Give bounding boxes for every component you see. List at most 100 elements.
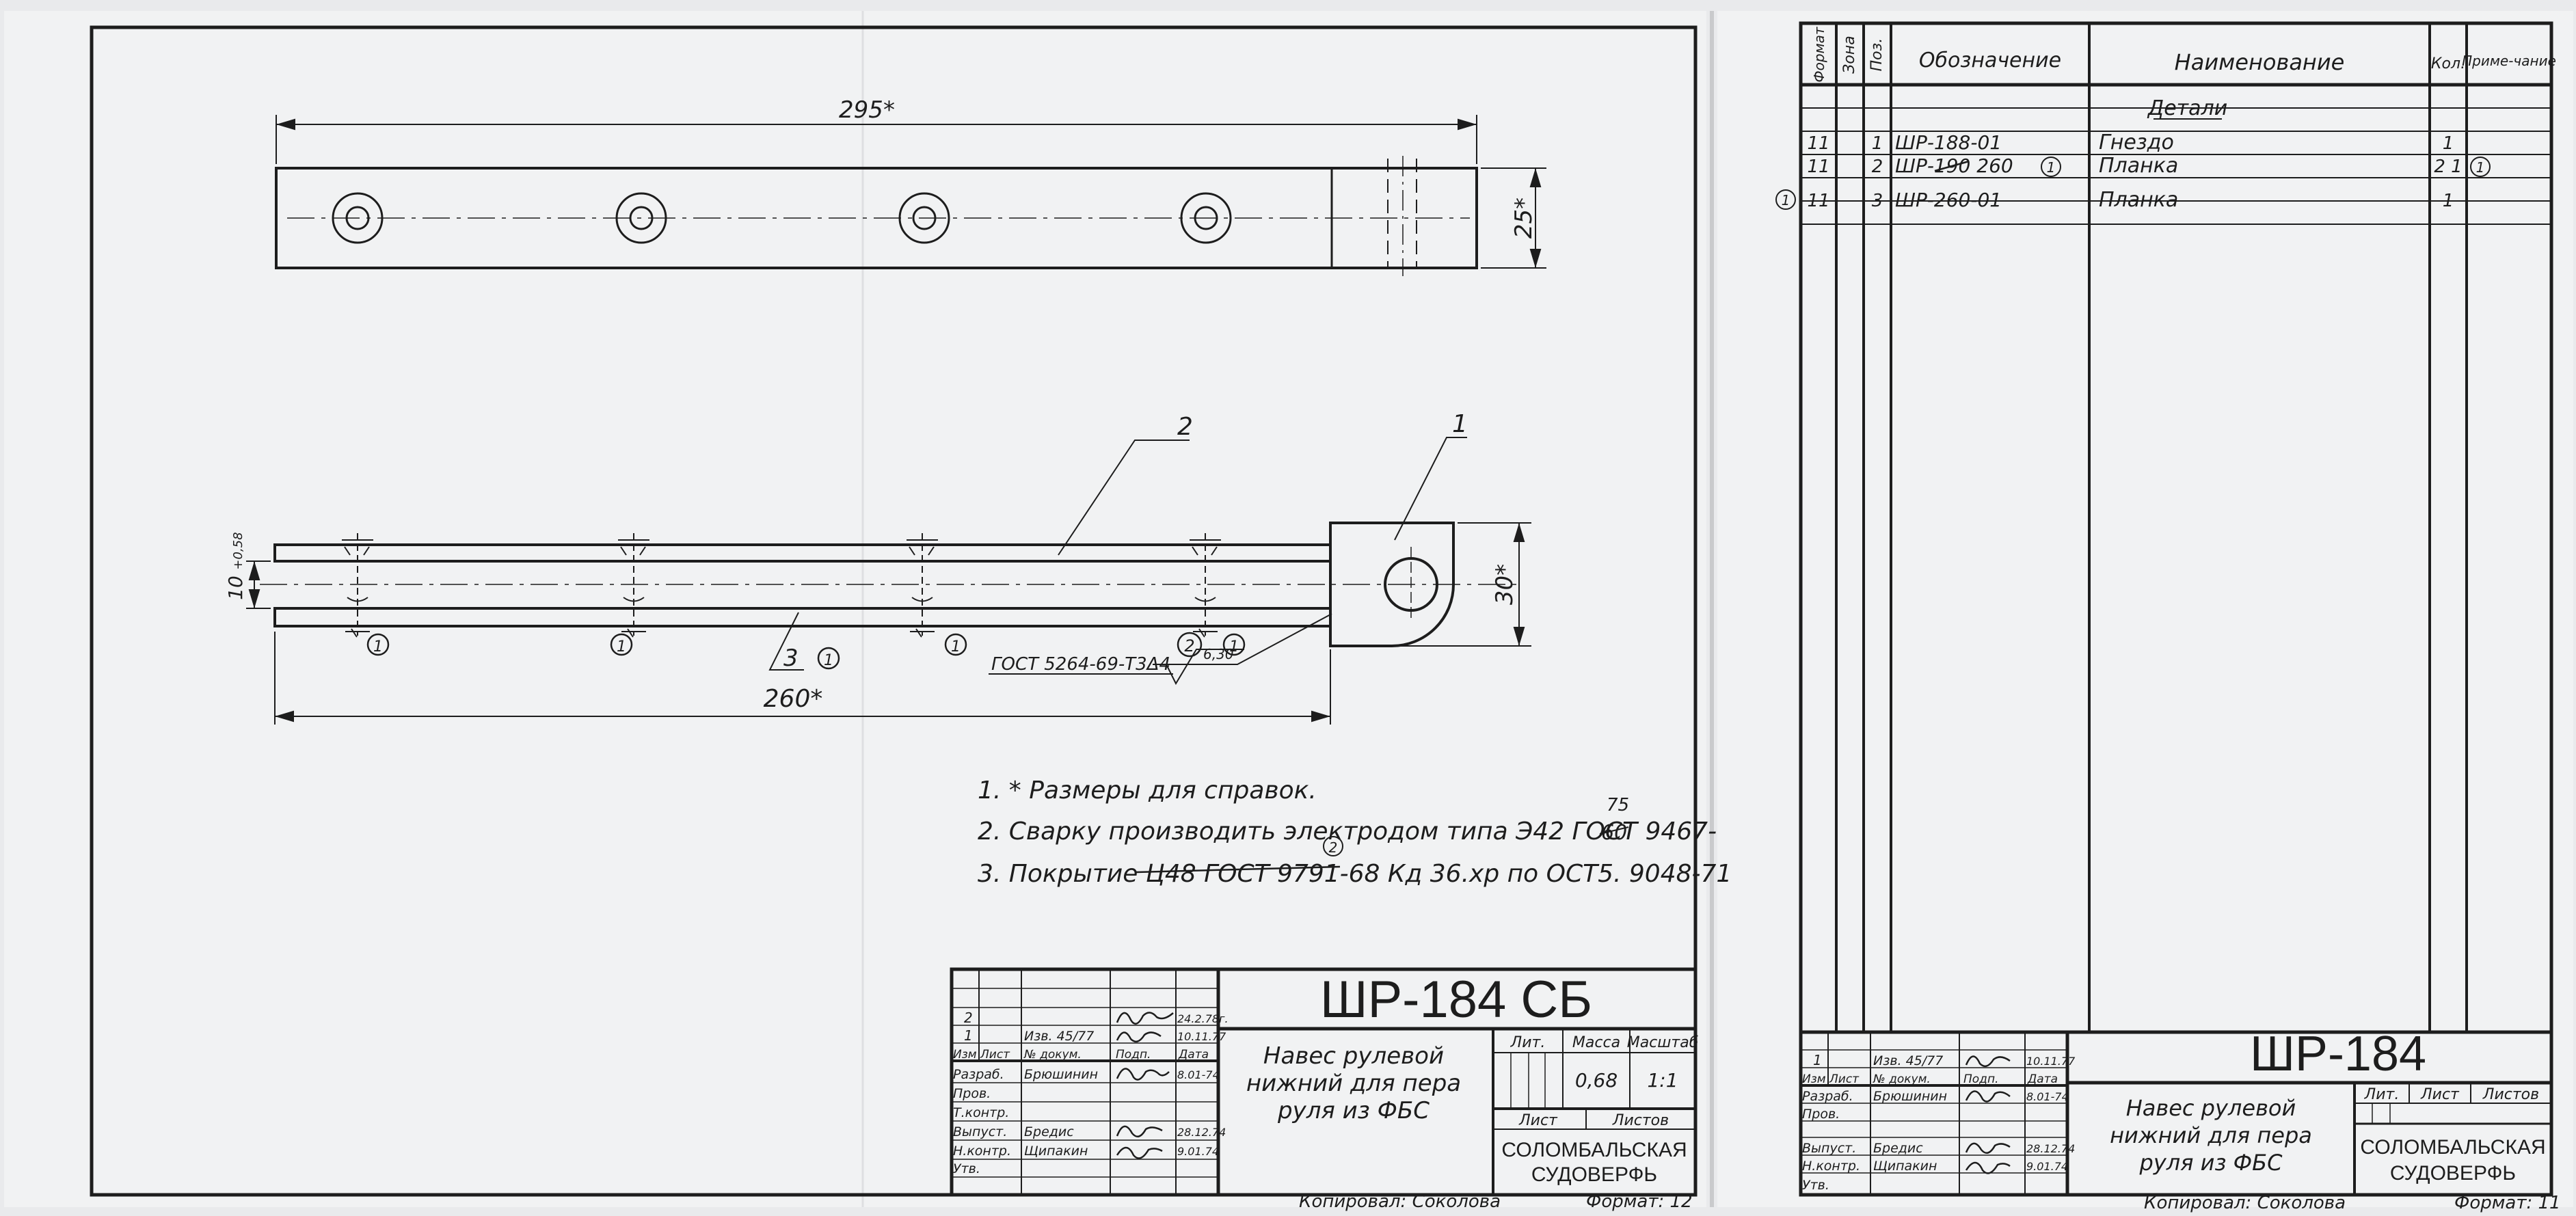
callout-circle: 2 [1184,636,1194,656]
left-role-date: 9.01.74 [1177,1145,1219,1158]
callout-circle: 1 [1229,638,1239,656]
mount-hole [1180,192,1232,244]
left-mass-value: 0,68 [1575,1069,1618,1092]
right-role-name: Брюшинин [1873,1089,1947,1104]
spec-table [1801,23,2551,1032]
left-lit-label: Лит. [1510,1034,1546,1051]
thickness-tolerance: +0,58 [231,532,245,569]
right-role-date: 28.12.74 [2026,1142,2075,1155]
left-rev-num: 2 [964,1010,973,1026]
left-role: Т.контр. [953,1105,1009,1120]
left-header-podp: Подп. [1116,1048,1151,1062]
left-header-izm: Изм [953,1048,977,1062]
right-header-ndoc: № докум. [1873,1072,1931,1086]
left-role-name: Щипакин [1024,1144,1088,1159]
callout-circle: 1 [951,638,961,656]
right-sheet-label: Лист [2420,1086,2460,1103]
right-role: Н.контр. [1802,1159,1860,1174]
spec-section-title: Детали [2147,96,2227,120]
right-role: Разраб. [1802,1089,1853,1104]
signature [1965,1055,2011,1174]
left-scale-label: Масштаб [1627,1034,1699,1051]
right-header-list: Лист [1829,1072,1860,1086]
spec-cell-naim: Планка [2099,188,2178,212]
spec-header-prim: Приме-чание [2462,53,2556,69]
right-title-block [1799,1030,2553,1197]
left-sheets-label: Листов [1612,1112,1669,1129]
left-org-name: СУДОВЕРФЬ [1531,1163,1657,1186]
callout-circle: 1 [824,652,833,669]
left-name-line: Навес рулевой [1263,1042,1444,1070]
spec-header-oboz: Обозначение [1919,49,2061,72]
right-sheets-label: Листов [2482,1086,2539,1103]
right-role-date: 8.01-74 [2026,1090,2069,1103]
left-header-list: Лист [980,1048,1010,1062]
left-copied-by: Копировал: Соколова [1299,1191,1501,1212]
spec-cell-kol: 2 1 [2434,157,2462,177]
spec-margin-mark: 1 [1782,192,1790,208]
note-2: 2. Сварку производить электродом типа Э4… [978,818,1717,846]
right-name-line: Навес рулевой [2126,1095,2296,1121]
right-role-date: 9.01.74 [2026,1160,2068,1173]
left-role: Н.контр. [953,1144,1011,1159]
spec-cell-kol: 1 [2443,133,2454,154]
left-name-line: руля из ФБС [1277,1097,1430,1124]
left-role: Утв. [953,1161,980,1176]
left-org-name: СОЛОМБАЛЬСКАЯ [1501,1139,1687,1161]
weld-spec: ГОСТ 5264-69-Т3Δ4 [991,654,1170,675]
right-rev-doc: Изв. 45/77 [1873,1053,1943,1068]
left-title-text: ШР-184 СБ Навес рулевой нижний для пера … [953,971,1698,1212]
right-lit-label: Лит. [2364,1086,2400,1103]
left-name-line: нижний для пера [1246,1070,1461,1097]
left-role-date: 28.12.74 [1177,1126,1226,1139]
left-rev-date: 10.11.77 [1177,1030,1226,1043]
spec-cell-oboz: ШР-260-01 [1895,189,2002,211]
mount-hole [898,192,950,244]
right-org-name: СОЛОМБАЛЬСКАЯ [2360,1136,2545,1159]
left-frame [90,25,1698,1197]
left-sheet-label: Лист [1518,1112,1558,1129]
right-role: Выпуст. [1802,1141,1856,1156]
spec-cell-kol: 1 [2443,191,2454,211]
top-view-bar [275,167,1478,269]
left-header-ndoc: № докум. [1023,1048,1082,1062]
opening-dim: 30* [1491,564,1518,605]
mount-hole [332,192,384,244]
spec-cell-format: 11 [1807,191,1829,211]
spec-rev-mark: 1 [2047,159,2056,176]
left-doc-number: ШР-184 СБ [1320,971,1592,1029]
spec-cell-prim: 1 [2476,159,2485,176]
side-view [246,437,1531,725]
top-view [275,115,1546,276]
right-doc-number: ШР-184 [2250,1027,2426,1081]
table-row: 1 11 3 ШР-260-01 Планка 1 [1775,188,2454,212]
right-header-izm: Изм [1802,1072,1826,1086]
right-rev-num: 1 [1813,1052,1822,1068]
note-3: 3. Покрытие Ц48 ГОСТ 9791-68 Кд 36.хр по… [978,860,1732,888]
spec-table-text: Формат Зона Поз. Обозначение Наименовани… [1775,26,2556,212]
left-role-name: Бредис [1024,1124,1074,1139]
spec-cell-oboz: ШР-188-01 [1895,131,2002,154]
top-height-dim: 25* [1510,198,1538,239]
right-copied-by: Копировал: Соколова [2144,1193,2346,1213]
right-org-name: СУДОВЕРФЬ [2390,1162,2516,1185]
right-title-text: ШР-184 Навес рулевой нижний для пера рул… [1802,1027,2561,1213]
note-3-rev-mark: 2 [1329,839,1338,856]
spec-header-poz: Поз. [1868,38,1886,72]
left-rev-date: 24.2.78г. [1177,1012,1229,1025]
left-mass-label: Масса [1572,1034,1620,1051]
spec-header-naim: Наименование [2175,49,2345,75]
spec-cell-poz: 2 [1872,157,1883,177]
spec-header-format: Формат [1811,26,1827,82]
left-role-date: 8.01-74 [1177,1068,1220,1081]
roughness-value: 6,30 [1203,646,1234,662]
table-row: 11 2 ШР-190 260 1 Планка 2 1 1 [1807,154,2491,178]
right-format: Формат: 11 [2454,1193,2561,1213]
left-role: Выпуст. [953,1124,1007,1139]
left-header-data: Дата [1178,1048,1209,1062]
left-role-name: Брюшинин [1024,1067,1098,1082]
note-1: 1. * Размеры для справок. [978,776,1317,805]
left-rev-doc: Изв. 45/77 [1024,1029,1094,1044]
